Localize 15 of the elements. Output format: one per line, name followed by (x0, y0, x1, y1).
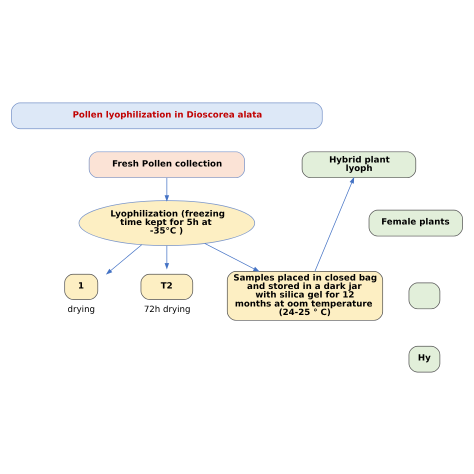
arrow (164, 244, 170, 270)
node-box (408, 282, 440, 309)
arrow (106, 244, 142, 274)
node-ellipse: Lyophilization (freezing time kept for 5h at -35°C ) (78, 200, 256, 246)
node-box: Samples placed in closed bag and stored in a dark jar with silica gel for 12 months at oom temperature (24-25 ° C) (226, 270, 384, 320)
node-box: Female plants (368, 209, 463, 236)
arrow (164, 176, 170, 202)
node-box: Hybrid plant lyoph (302, 150, 416, 178)
node-box: Pollen lyophilization in Dioscorea alata (11, 102, 323, 129)
node-label: drying (68, 304, 96, 315)
node-label: 72h drying (144, 304, 190, 315)
arrow (204, 242, 260, 272)
arrow (314, 176, 354, 272)
node-box: Fresh Pollen collection (88, 150, 245, 178)
node-box: Hy (408, 345, 440, 372)
